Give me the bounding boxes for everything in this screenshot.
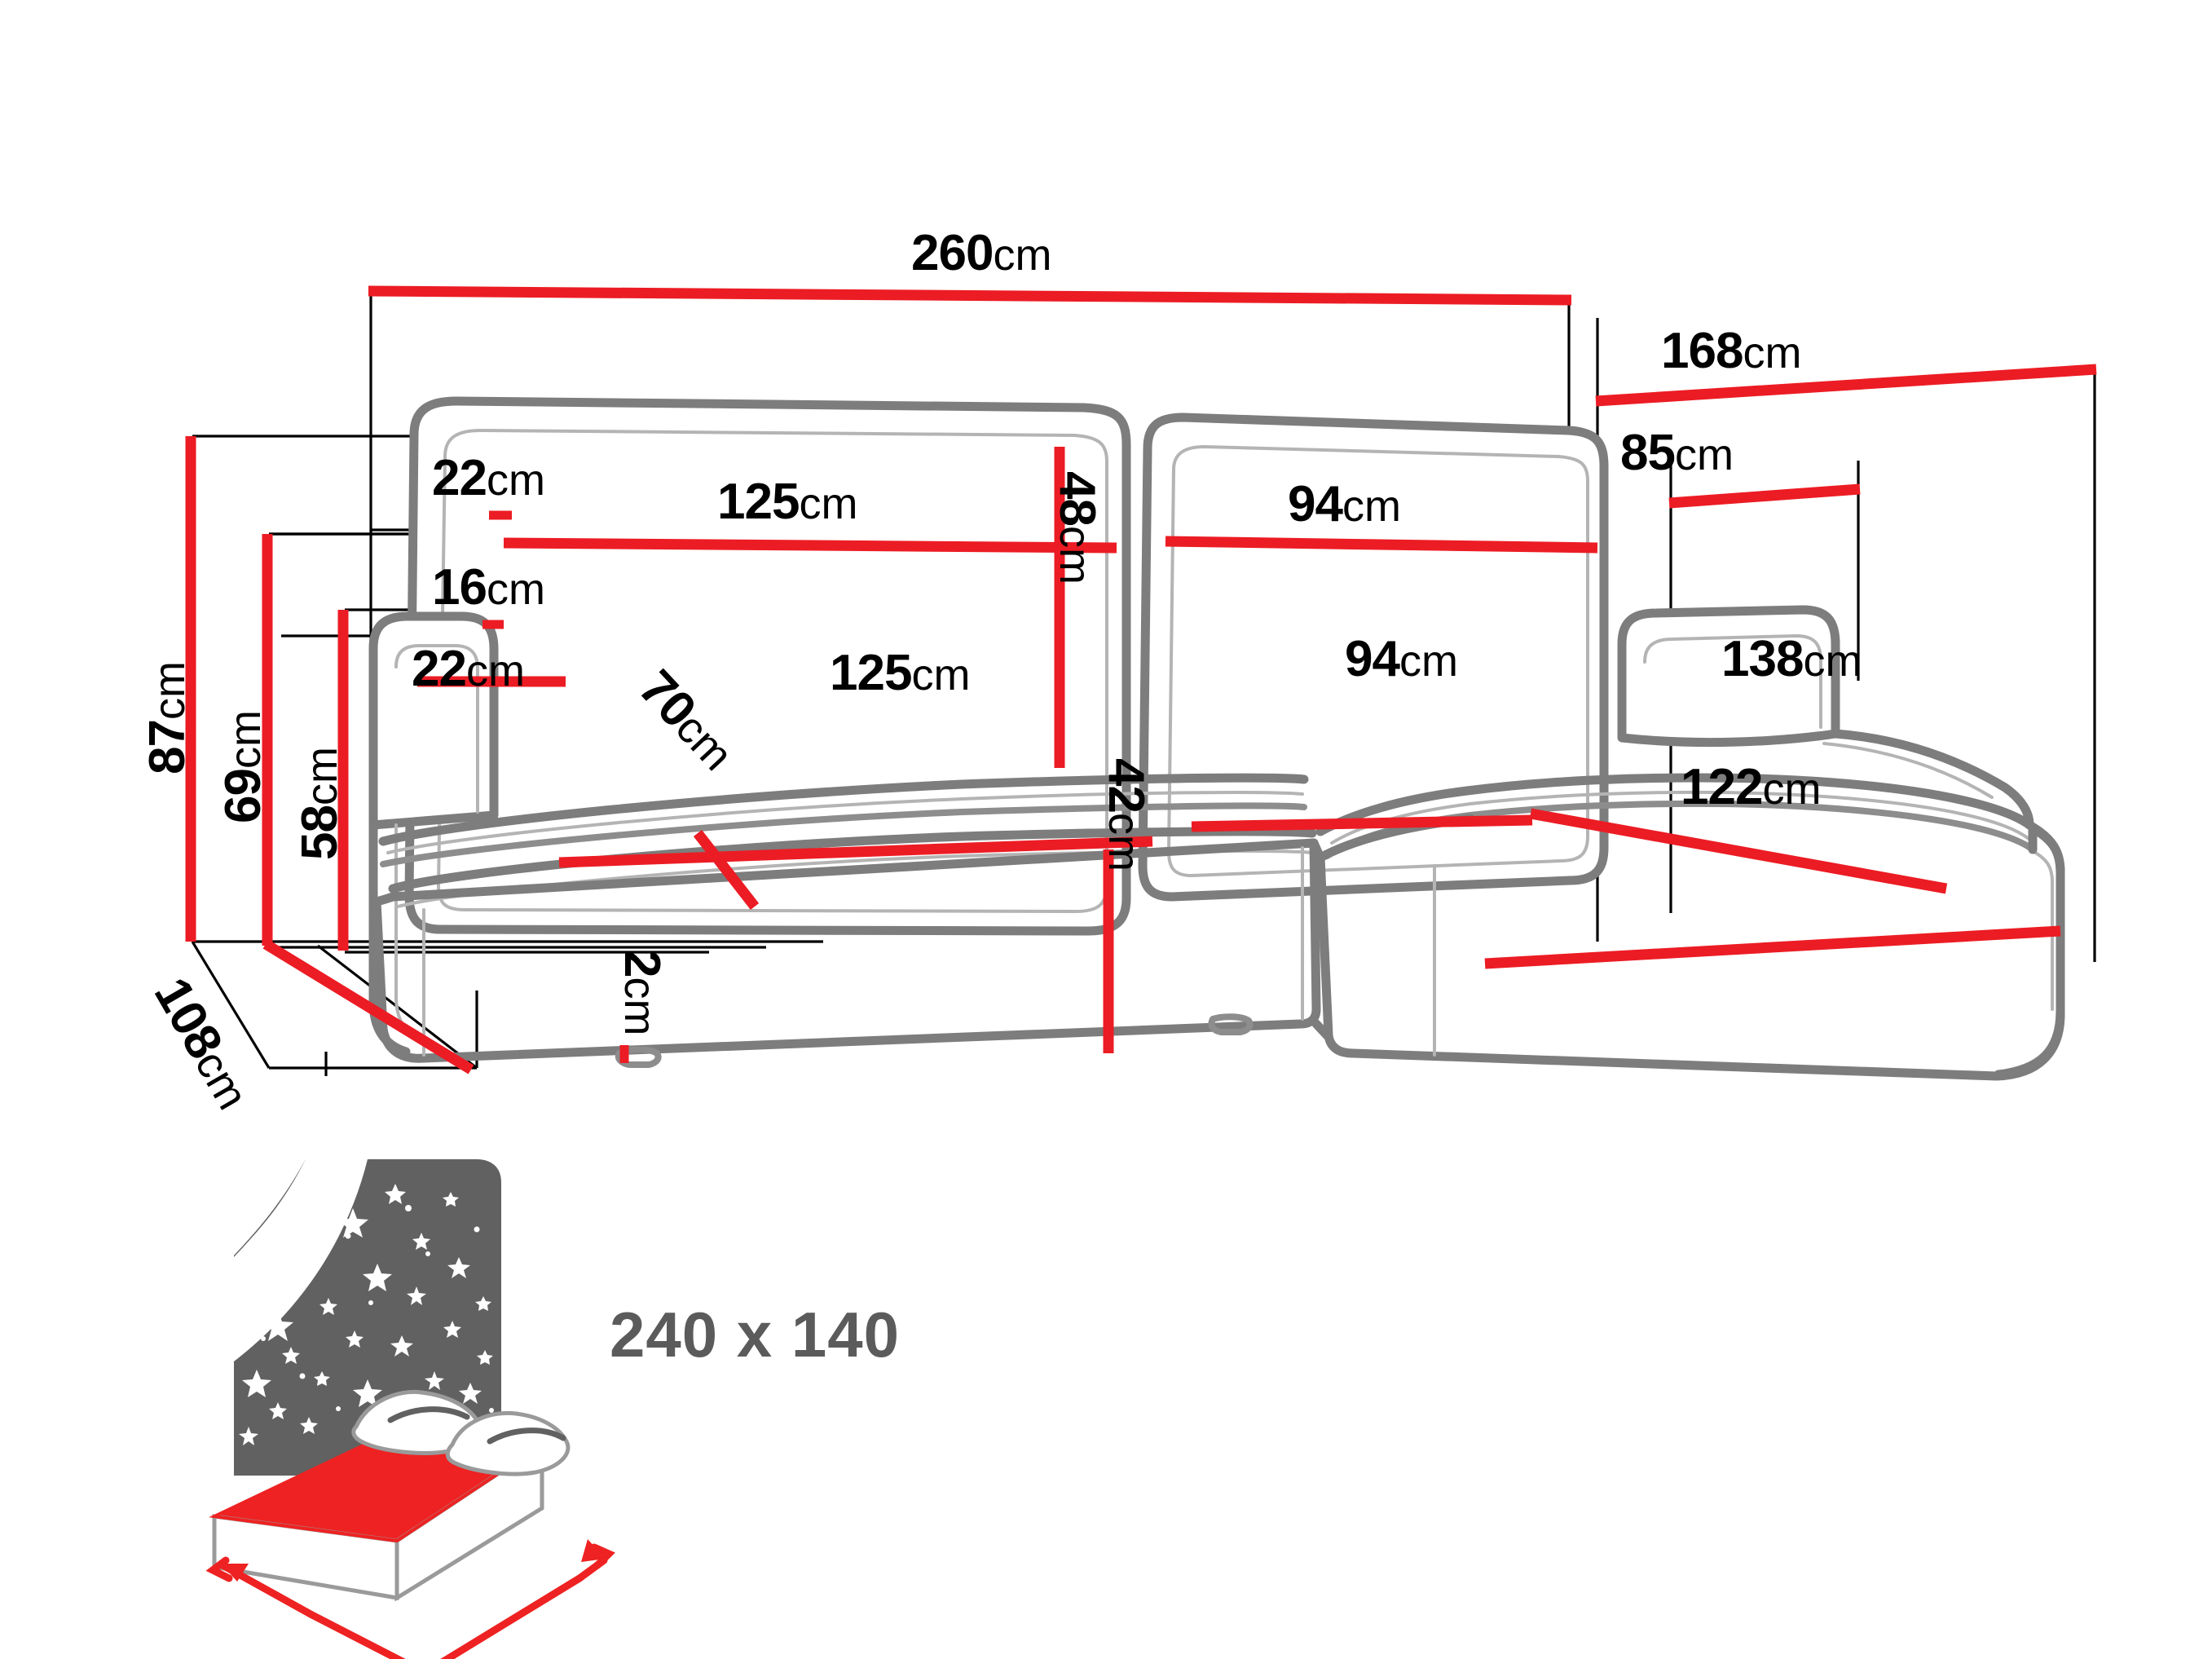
dim-line-125-seat <box>558 836 1153 868</box>
dim-line-85 <box>1668 483 1861 509</box>
bed-size-label: 240 x 140 <box>610 1299 901 1370</box>
dim-line-108 <box>262 939 474 1074</box>
dim-line-260 <box>368 285 1572 306</box>
dim-line-94-seat <box>1191 814 1533 832</box>
dim-line-138 <box>1529 808 1948 894</box>
sofa-outline <box>368 396 2065 1081</box>
dim-line-122 <box>1484 925 2061 969</box>
red-dimension-lines <box>185 285 2097 1074</box>
bed-sleeping-area-icon <box>205 1159 615 1659</box>
chaise-backrest <box>1617 605 1840 748</box>
dim-line-125-back <box>503 537 1117 554</box>
chaise-right-panel <box>1822 729 2034 830</box>
dim-line-168 <box>1595 364 2097 407</box>
dim-line-70 <box>693 830 760 910</box>
dim-line-94-back <box>1165 536 1598 554</box>
